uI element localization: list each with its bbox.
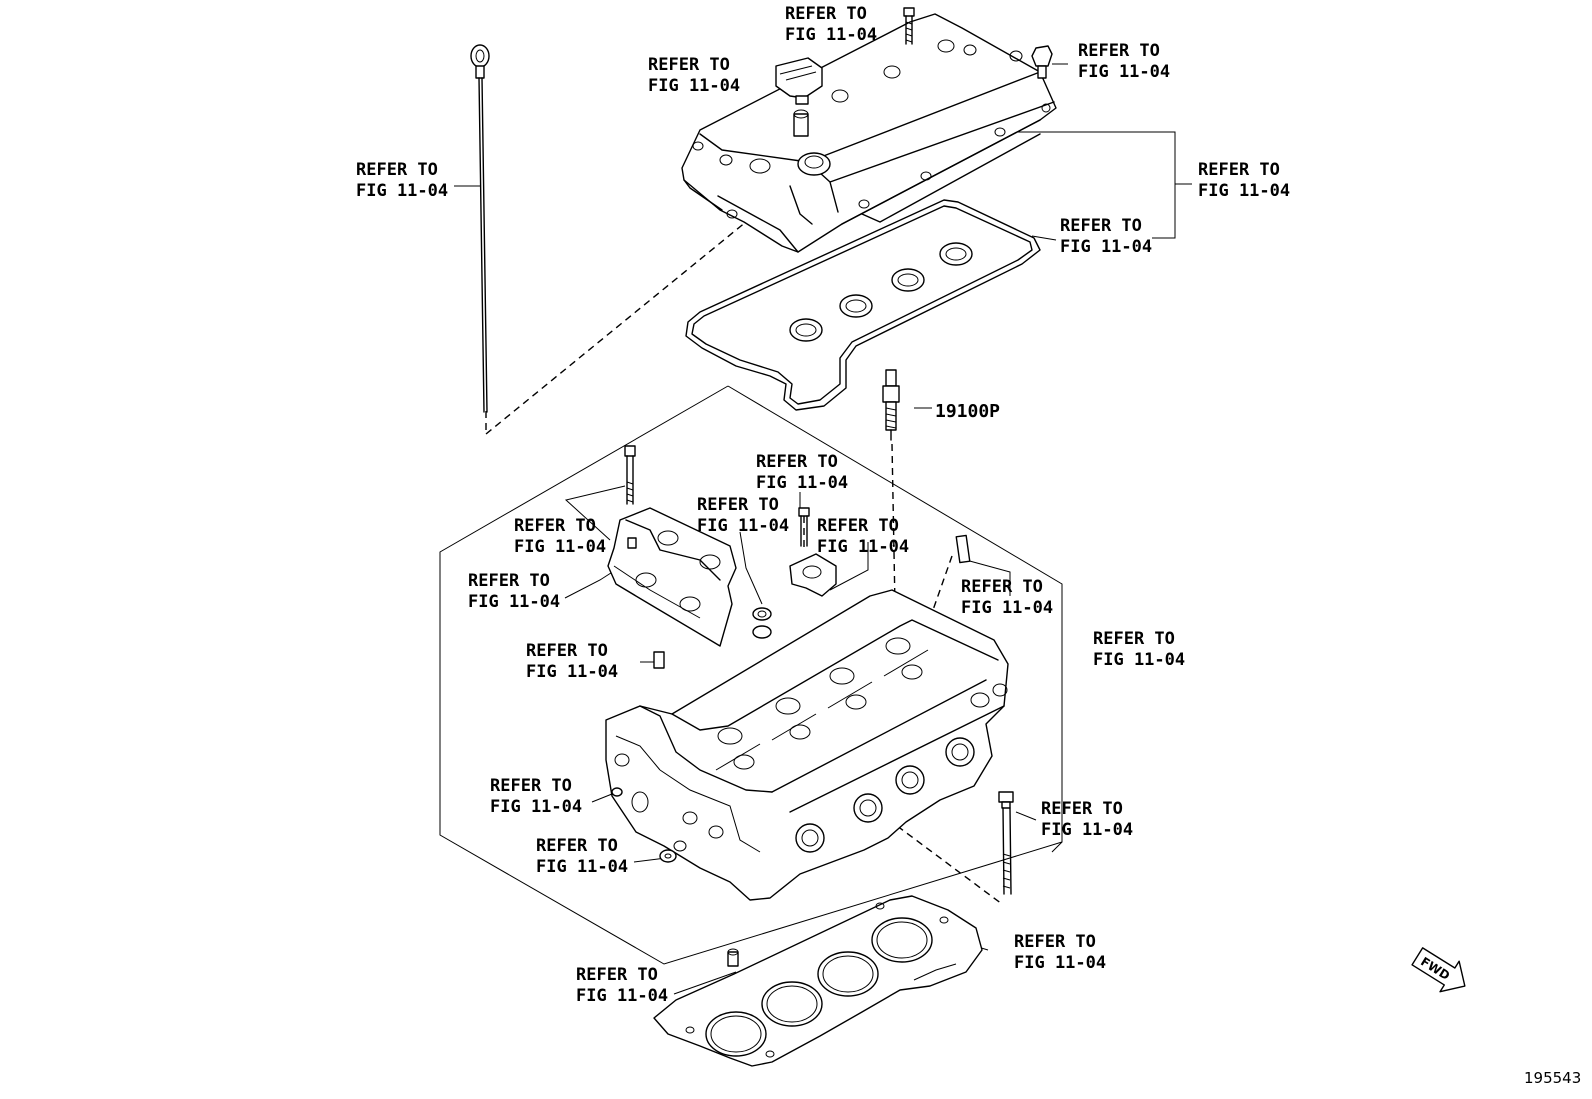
label-line2: FIG 11-04 <box>514 537 606 557</box>
illustration-id: 195543 <box>1524 1069 1581 1087</box>
label-cam-cover-bolt: REFER TO FIG 11-04 <box>785 4 877 45</box>
bearing-cap <box>789 507 837 597</box>
label-line2: FIG 11-04 <box>576 986 668 1006</box>
label-plug: REFER TO FIG 11-04 <box>490 776 582 817</box>
plug <box>611 787 623 797</box>
label-line1: REFER TO <box>490 776 572 796</box>
label-line2: FIG 11-04 <box>1198 181 1290 201</box>
label-line2: FIG 11-04 <box>785 25 877 45</box>
label-line1: REFER TO <box>1014 932 1096 952</box>
label-line2: FIG 11-04 <box>648 76 740 96</box>
label-line2: FIG 11-04 <box>1041 820 1133 840</box>
assembly-outline <box>439 385 1063 965</box>
dowel-pin <box>653 651 665 669</box>
label-cylinder-head-assy: REFER TO FIG 11-04 <box>1093 629 1185 670</box>
label-oil-seal: REFER TO FIG 11-04 <box>697 495 789 536</box>
label-gasket-dowel: REFER TO FIG 11-04 <box>576 965 668 1006</box>
label-dowel-pin: REFER TO FIG 11-04 <box>526 641 618 682</box>
label-line2: FIG 11-04 <box>817 537 909 557</box>
cam-cover-bolt <box>903 7 915 45</box>
label-stud: REFER TO FIG 11-04 <box>961 577 1053 618</box>
label-camshaft-housing: REFER TO FIG 11-04 <box>468 571 560 612</box>
head-bolt <box>998 791 1014 895</box>
label-line1: REFER TO <box>576 965 658 985</box>
label-union: REFER TO FIG 11-04 <box>536 836 628 877</box>
label-bearing-cap: REFER TO FIG 11-04 <box>817 516 909 557</box>
gasket-dowel-pin <box>727 948 739 967</box>
label-line1: REFER TO <box>648 55 730 75</box>
label-line1: REFER TO <box>1198 160 1280 180</box>
label-line1: REFER TO <box>785 4 867 24</box>
label-valve-cover-assy: REFER TO FIG 11-04 <box>1198 160 1290 201</box>
label-line1: REFER TO <box>756 452 838 472</box>
label-line1: REFER TO <box>961 577 1043 597</box>
oil-dipstick <box>470 44 490 413</box>
oil-filler-cap <box>775 57 823 105</box>
label-valve-cover-gasket: REFER TO FIG 11-04 <box>1060 216 1152 257</box>
label-bearing-cap-top: REFER TO FIG 11-04 <box>756 452 848 493</box>
spark-plug <box>882 369 900 441</box>
spark-plug-part-number: 19100P <box>935 401 1000 422</box>
label-line1: REFER TO <box>697 495 779 515</box>
pcv-fitting <box>1031 45 1053 79</box>
forward-direction-arrow: FWD <box>1411 947 1466 993</box>
label-line1: REFER TO <box>1041 799 1123 819</box>
label-line1: REFER TO <box>1093 629 1175 649</box>
camshaft-housing <box>607 507 737 647</box>
valve-cover <box>681 13 1057 253</box>
valve-cover-gasket <box>685 199 1041 411</box>
label-camshaft-housing-bolt: REFER TO FIG 11-04 <box>514 516 606 557</box>
label-line2: FIG 11-04 <box>536 857 628 877</box>
label-line1: REFER TO <box>1060 216 1142 236</box>
label-line2: FIG 11-04 <box>1060 237 1152 257</box>
label-pcv-fitting: REFER TO FIG 11-04 <box>1078 41 1170 82</box>
oil-seal <box>752 607 772 639</box>
union <box>659 849 677 863</box>
label-dipstick: REFER TO FIG 11-04 <box>356 160 448 201</box>
label-line1: REFER TO <box>356 160 438 180</box>
label-line2: FIG 11-04 <box>1014 953 1106 973</box>
label-line1: REFER TO <box>514 516 596 536</box>
label-line2: FIG 11-04 <box>468 592 560 612</box>
label-line2: FIG 11-04 <box>756 473 848 493</box>
cylinder-head <box>605 589 1009 901</box>
label-line1: REFER TO <box>526 641 608 661</box>
label-line1: REFER TO <box>817 516 899 536</box>
label-line2: FIG 11-04 <box>526 662 618 682</box>
label-line2: FIG 11-04 <box>697 516 789 536</box>
refer-labels: REFER TO FIG 11-04 REFER TO FIG 11-04 RE… <box>356 4 1290 1006</box>
label-line2: FIG 11-04 <box>1078 62 1170 82</box>
label-line1: REFER TO <box>468 571 550 591</box>
label-line2: FIG 11-04 <box>490 797 582 817</box>
label-head-gasket: REFER TO FIG 11-04 <box>1014 932 1106 973</box>
label-line1: REFER TO <box>536 836 618 856</box>
label-line2: FIG 11-04 <box>961 598 1053 618</box>
label-oil-cap: REFER TO FIG 11-04 <box>648 55 740 96</box>
label-line1: REFER TO <box>1078 41 1160 61</box>
camshaft-housing-bolt <box>624 445 636 505</box>
head-gasket <box>653 895 983 1067</box>
label-head-bolt: REFER TO FIG 11-04 <box>1041 799 1133 840</box>
stud <box>955 534 971 564</box>
label-line2: FIG 11-04 <box>356 181 448 201</box>
label-line2: FIG 11-04 <box>1093 650 1185 670</box>
